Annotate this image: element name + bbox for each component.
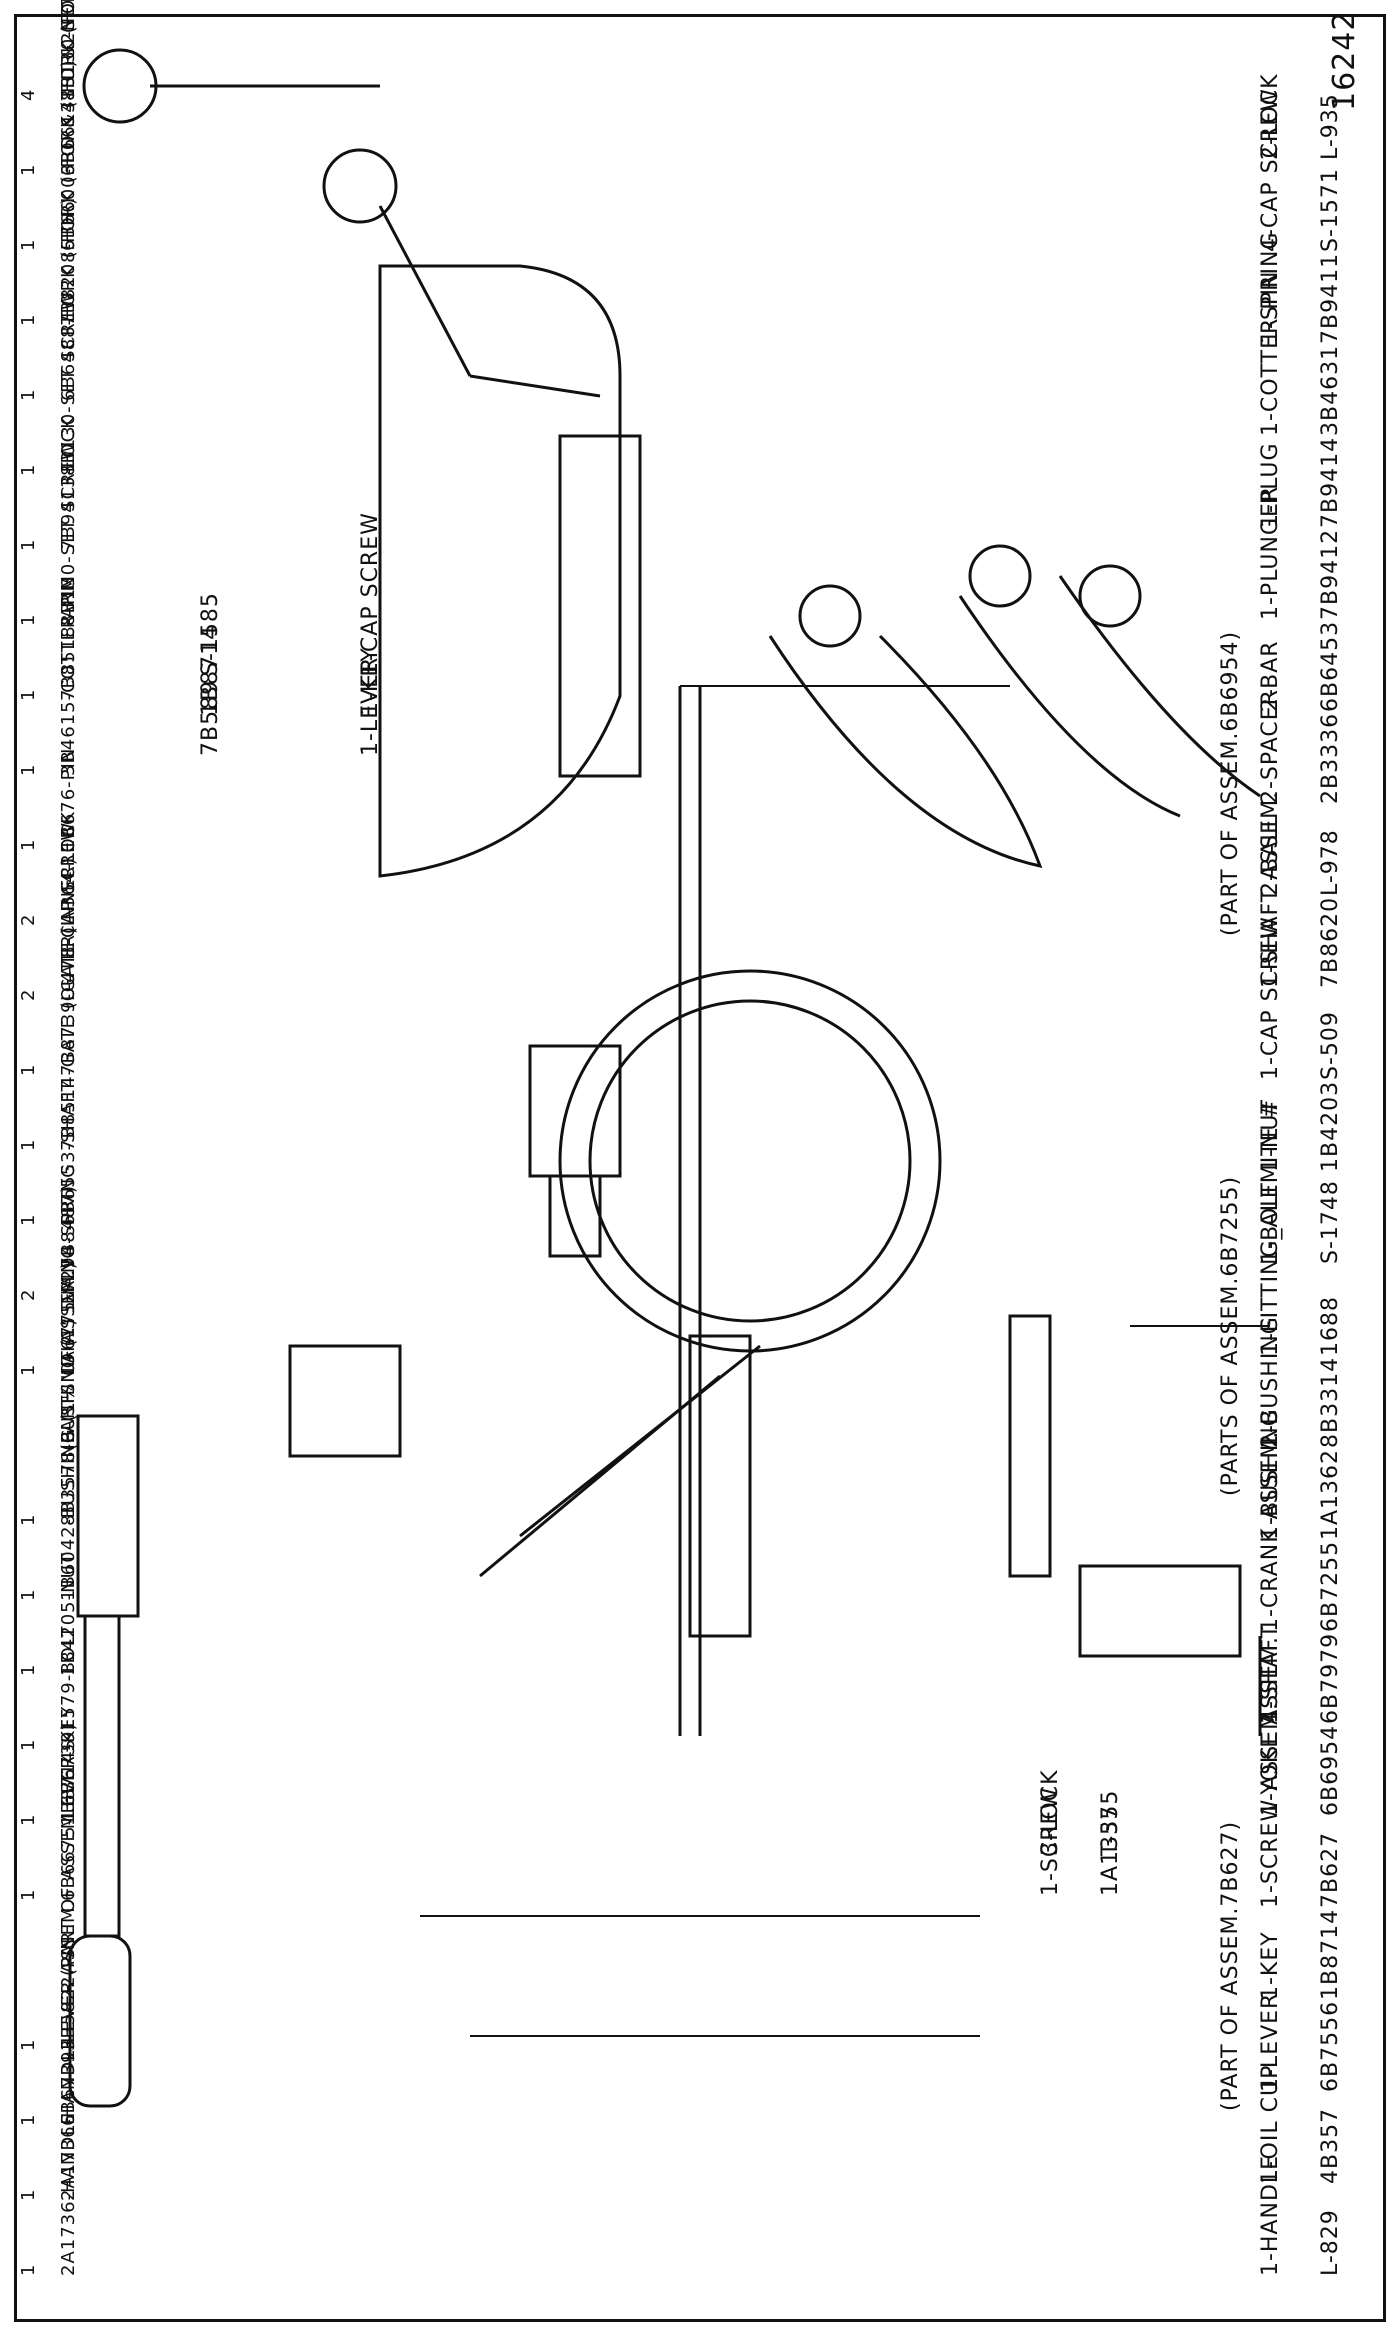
part-label: 2-LOCK: [1258, 73, 1283, 160]
part-number: L-829: [1318, 2209, 1343, 2276]
part-quantity: 1: [18, 238, 39, 251]
part-number: L-978: [1318, 829, 1343, 896]
part-number: 7B9411: [1318, 252, 1343, 344]
part-quantity: 1: [18, 2263, 39, 2276]
handle-rod-2: [378, 205, 472, 377]
part-label: 1-BOLT: [1258, 1182, 1283, 1264]
part-label: 1-PLUG: [1258, 442, 1283, 528]
part-number: T-355: [1098, 1789, 1123, 1856]
fork-5th: [768, 634, 1043, 869]
part-number: 6B7255: [1318, 1540, 1343, 1632]
part-quantity: 1: [18, 388, 39, 401]
note-oil-cup: (PART OF ASSEM.7B627): [1218, 1820, 1243, 2111]
part-number: S-1748: [1318, 1180, 1343, 1264]
part-number: 7B8620: [1318, 896, 1343, 988]
part-quantity: 1: [18, 1363, 39, 1376]
shaft-bore-3: [1078, 564, 1142, 628]
oil-cup-lever: [528, 1044, 622, 1178]
part-label: 3-LOCK: [1038, 1769, 1063, 1856]
lever-shaft: [83, 1614, 121, 1938]
part-number: 7B9412: [1318, 528, 1343, 620]
part-quantity: 1: [18, 763, 39, 776]
part-quantity: 1: [18, 688, 39, 701]
cap-screw-body: [288, 1344, 402, 1458]
bar: [1008, 1314, 1052, 1578]
part-label: 2-BAR: [1258, 640, 1283, 712]
part-label: 8B130-SET SCREW: [58, 0, 79, 101]
gate-housing: [558, 434, 642, 778]
part-number: S-1571: [1318, 168, 1343, 252]
part-number: 6B7979: [1318, 1632, 1343, 1724]
note-bushing: (PARTS OF ASSEM.6B7255): [1218, 1175, 1243, 1496]
part-number: S-1585: [198, 592, 223, 676]
fork-1st-2nd: [1058, 575, 1261, 798]
sheet-number: 16242: [1327, 10, 1362, 111]
part-quantity: 1: [18, 1888, 39, 1901]
sheet-border: [14, 14, 1386, 2322]
part-number: S-509: [1318, 1011, 1343, 1080]
handle-rod-3: [469, 374, 601, 398]
part-quantity: 1: [18, 1063, 39, 1076]
part-quantity: 2: [18, 1288, 39, 1301]
part-number: 7B9414: [1318, 436, 1343, 528]
oil-cup-body: [548, 1174, 602, 1258]
part-label: 2-BALL: [1258, 814, 1283, 896]
part-quantity: 1: [18, 538, 39, 551]
part-number: 4B357: [1318, 2107, 1343, 2184]
housing-bore: [558, 969, 942, 1353]
part-quantity: 1: [18, 613, 39, 626]
part-quantity: 1: [18, 2188, 39, 2201]
part-number: 3B4631: [1318, 344, 1343, 436]
part-label: 1-SHAFT: [1258, 1623, 1283, 1724]
part-quantity: 1: [18, 1588, 39, 1601]
part-quantity: 1: [18, 1213, 39, 1226]
crank-arm-2: [519, 1344, 761, 1538]
yoke-housing: [688, 1334, 752, 1638]
part-label: 1-NUT: [1258, 1099, 1283, 1172]
part-quantity: 1: [18, 163, 39, 176]
shaft-bore-1: [798, 584, 862, 648]
handle-knob-1: [82, 48, 158, 124]
part-quantity: 1: [18, 313, 39, 326]
part-quantity: 1: [18, 2113, 39, 2126]
part-quantity: 1: [18, 838, 39, 851]
part-quantity: 2: [18, 988, 39, 1001]
part-quantity: 1: [18, 463, 39, 476]
lever-handle: [68, 1934, 132, 2108]
part-number: 8B3314: [1318, 1356, 1343, 1448]
part-quantity: 1: [18, 1663, 39, 1676]
part-quantity: 1: [18, 1513, 39, 1526]
screw-assembly: [76, 1414, 140, 1618]
part-number: 1B4203: [1318, 1080, 1343, 1172]
part-number: 7B627: [1318, 1831, 1343, 1908]
part-label: 1-LEVER: [1258, 1992, 1283, 2092]
plunger-housing: [1078, 1564, 1242, 1658]
part-quantity: 4: [18, 88, 39, 101]
part-number: 6B6954: [1318, 1724, 1343, 1816]
part-number: 2B3336: [1318, 712, 1343, 804]
part-label: 1-CAP SCREW: [358, 512, 383, 676]
part-quantity: 1: [18, 1138, 39, 1151]
housing-bore-inner: [588, 999, 912, 1323]
fork-3rd-4th: [958, 595, 1181, 818]
handle-knob-2: [322, 148, 398, 224]
shift-housing: [378, 264, 622, 878]
part-quantity: 1: [18, 1813, 39, 1826]
note-ball: (PART OF ASSEM.6B6954): [1218, 630, 1243, 936]
part-number: 1688: [1318, 1296, 1343, 1356]
part-quantity: 1: [18, 1738, 39, 1751]
part-quantity: 1: [18, 2038, 39, 2051]
shaft-bore-2: [968, 544, 1032, 608]
part-number: 1A1362: [1318, 1448, 1343, 1540]
part-label: 1-KEY: [1258, 1931, 1283, 2000]
part-number: 6B6453: [1318, 620, 1343, 712]
part-quantity: 2: [18, 913, 39, 926]
part-number: 6B7556: [1318, 2000, 1343, 2092]
part-number: 1B8714: [1318, 1908, 1343, 2000]
